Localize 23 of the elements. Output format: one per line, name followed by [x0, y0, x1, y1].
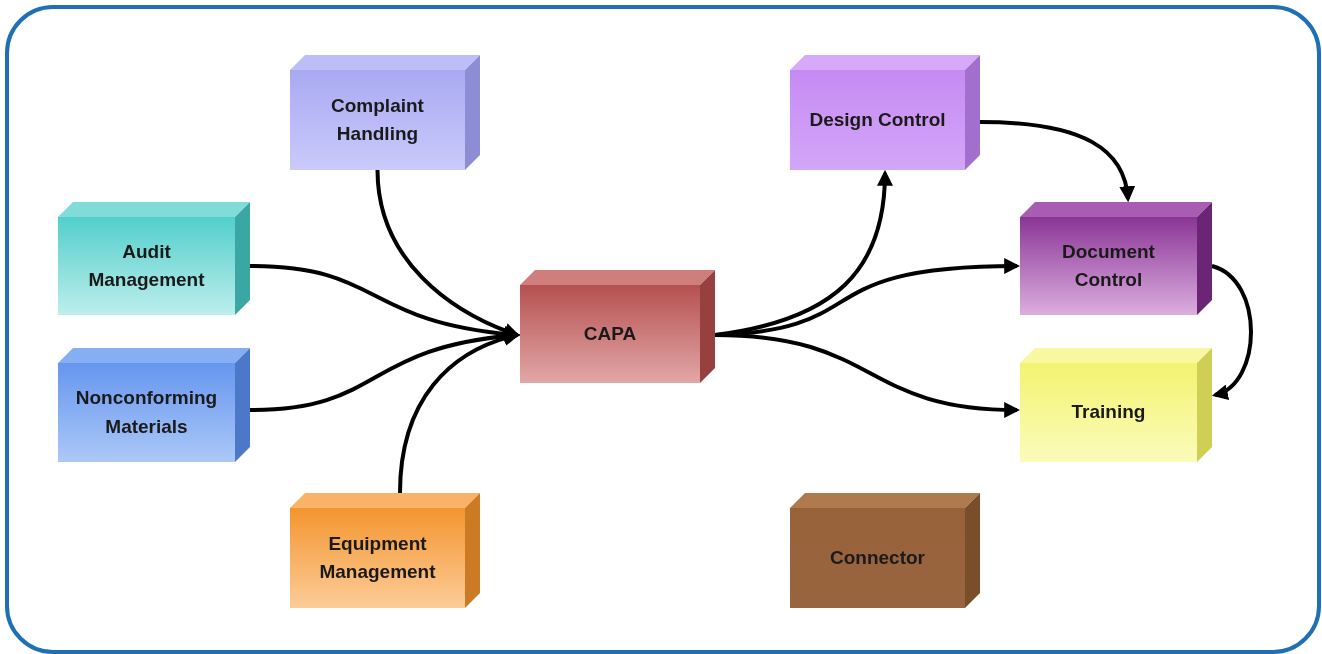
process-box: [790, 493, 980, 608]
box-label: Nonconforming Materials: [74, 386, 219, 439]
process-box: [520, 270, 715, 383]
process-box: [58, 202, 250, 315]
arrow: [714, 333, 1021, 418]
box-label: Complaint Handling: [330, 93, 425, 146]
process-box: [290, 493, 480, 608]
process-box: [790, 55, 980, 170]
box-label: Document Control: [1061, 239, 1156, 292]
box-label: Connector: [829, 545, 926, 570]
box-label: Design Control: [808, 107, 947, 132]
box-label: CAPA: [582, 321, 638, 346]
process-box: [1020, 348, 1212, 462]
process-box: [1020, 202, 1212, 315]
process-box: [290, 55, 480, 170]
arrow: [979, 120, 1135, 203]
arrow: [1211, 264, 1253, 398]
process-box: [58, 348, 250, 462]
box-label: Equipment Management: [318, 531, 437, 584]
box-label: Training: [1070, 400, 1147, 425]
arrow: [398, 330, 521, 494]
arrow: [249, 264, 521, 342]
box-label: Audit Management: [87, 239, 206, 292]
